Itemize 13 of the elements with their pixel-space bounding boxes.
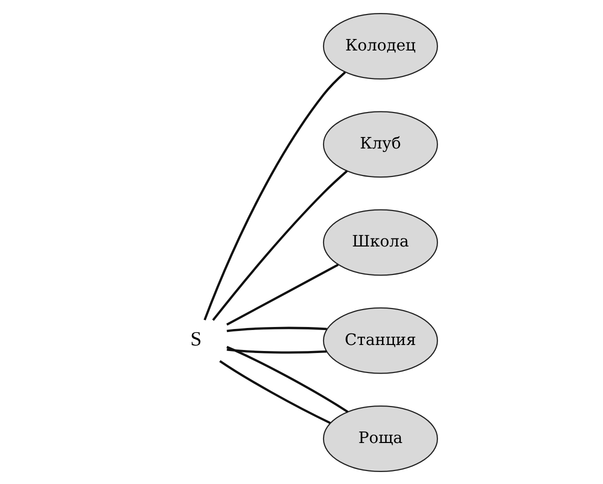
node-ellipse: Клуб	[322, 110, 438, 178]
connector	[226, 345, 348, 412]
connector	[204, 70, 346, 320]
node-ellipse: Школа	[322, 208, 438, 276]
connector	[226, 326, 327, 332]
connector	[226, 263, 339, 326]
connector	[219, 360, 331, 424]
node-text: S	[190, 328, 202, 350]
node-ellipse: Станция	[322, 306, 438, 374]
connector	[226, 348, 327, 354]
connector	[212, 170, 348, 320]
node-ellipse: Колодец	[322, 12, 438, 79]
node-ellipse: Роща	[322, 405, 438, 472]
